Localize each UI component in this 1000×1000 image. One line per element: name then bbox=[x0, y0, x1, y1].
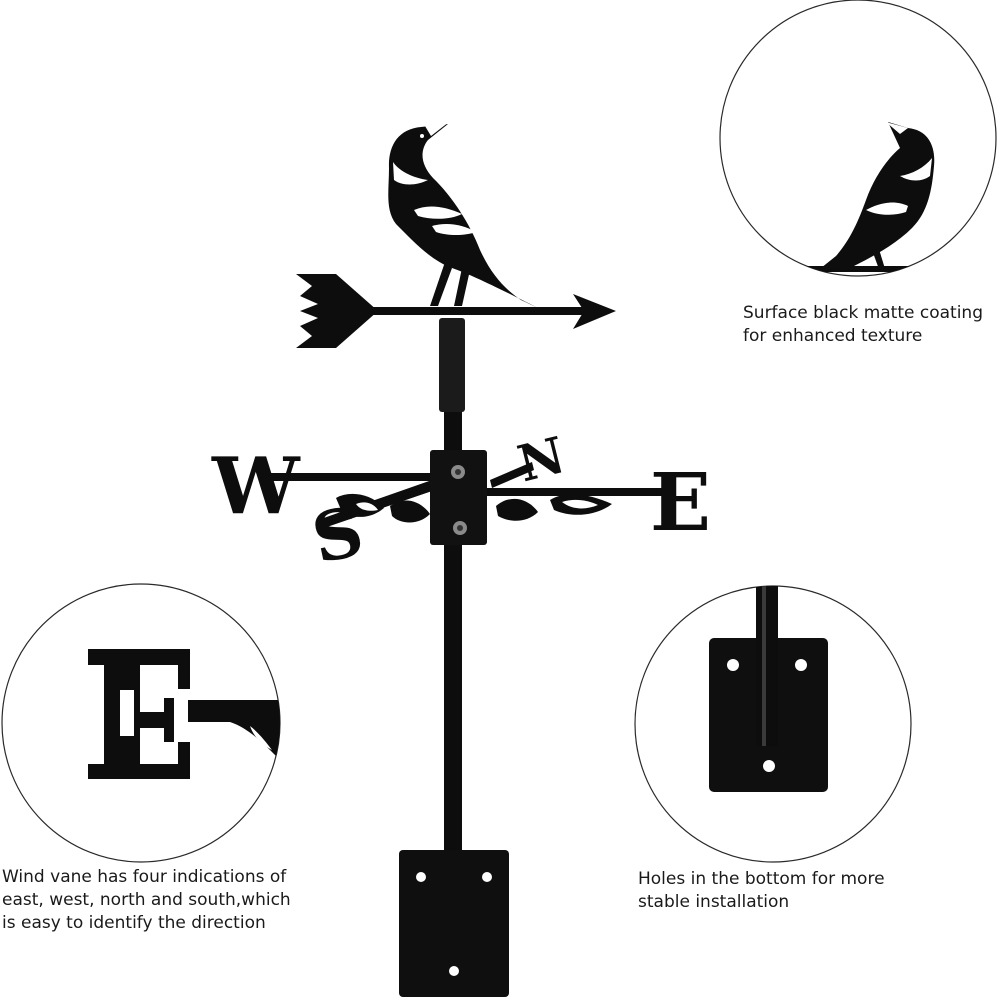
mounting-hole bbox=[763, 760, 775, 772]
magpie-silhouette bbox=[388, 122, 538, 308]
detail-circle-bird bbox=[719, 0, 997, 277]
mounting-hole bbox=[449, 966, 459, 976]
compass-letter-west: W bbox=[211, 441, 301, 532]
pole-sleeve bbox=[439, 318, 465, 412]
detail-circle-mounting-plate bbox=[634, 585, 912, 863]
caption-coating: Surface black matte coating for enhanced… bbox=[743, 303, 983, 346]
mounting-hole bbox=[727, 659, 739, 671]
compass-letter-east: E bbox=[650, 455, 711, 549]
mounting-plate bbox=[399, 850, 509, 997]
weathervane: W E N S bbox=[211, 122, 711, 997]
detail-circle-east-letter bbox=[1, 583, 281, 863]
center-bracket bbox=[430, 450, 487, 545]
caption-holes: Holes in the bottom for more stable inst… bbox=[638, 869, 885, 912]
mounting-hole bbox=[416, 872, 426, 882]
caption-directions: Wind vane has four indications of east, … bbox=[2, 867, 291, 933]
mounting-hole bbox=[795, 659, 807, 671]
arrow bbox=[296, 274, 616, 348]
compass-arms bbox=[260, 450, 670, 545]
mounting-hole bbox=[482, 872, 492, 882]
compass-letter-north: N bbox=[512, 425, 571, 493]
